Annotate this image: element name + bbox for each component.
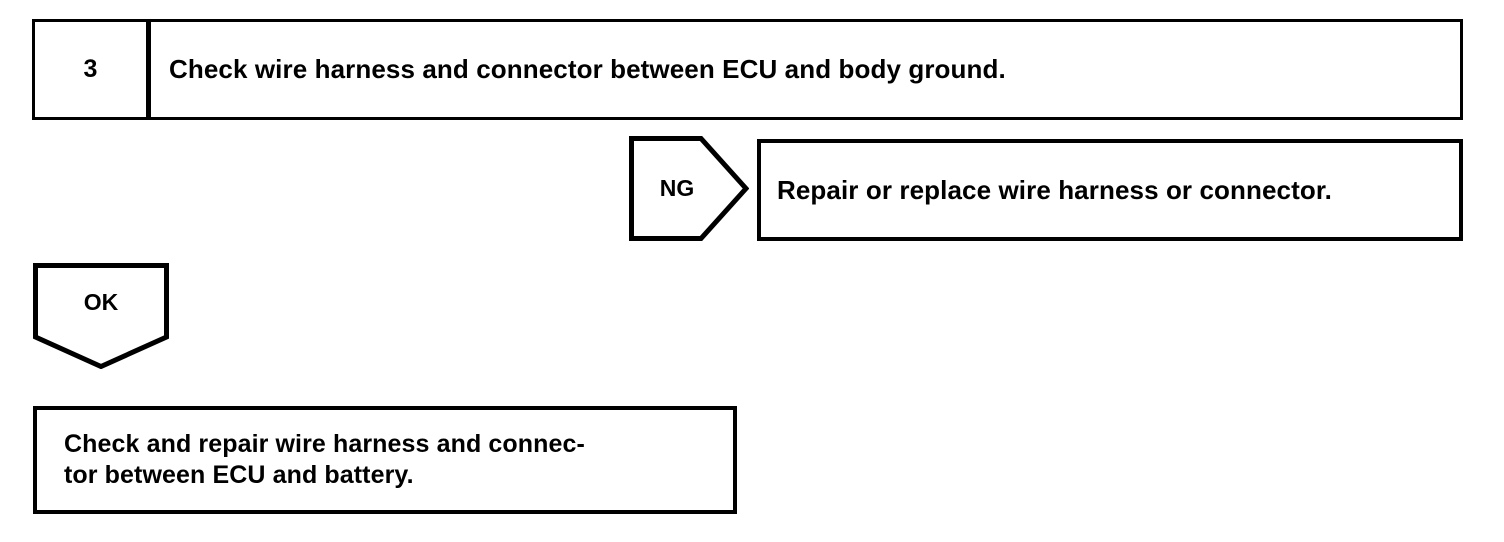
ok-result-text-line-1: Check and repair wire harness and connec… [64,430,585,458]
ng-result-box: Repair or replace wire harness or connec… [757,139,1463,241]
step-instruction-text: Check wire harness and connector between… [169,54,1006,85]
ok-result-text-line-2: tor between ECU and battery. [64,461,414,489]
ng-result-text: Repair or replace wire harness or connec… [777,174,1332,205]
step-instruction-cell: Check wire harness and connector between… [146,19,1463,120]
branch-ng-arrow: NG [629,136,749,241]
step-number: 3 [83,55,98,83]
ok-result-box: Check and repair wire harness and connec… [33,406,737,514]
step-row: 3 Check wire harness and connector betwe… [32,19,1463,120]
ng-pentagon-icon [629,136,749,241]
ok-pentagon-icon [33,263,169,369]
branch-ok-arrow: OK [33,263,169,369]
step-number-cell: 3 [32,19,146,120]
